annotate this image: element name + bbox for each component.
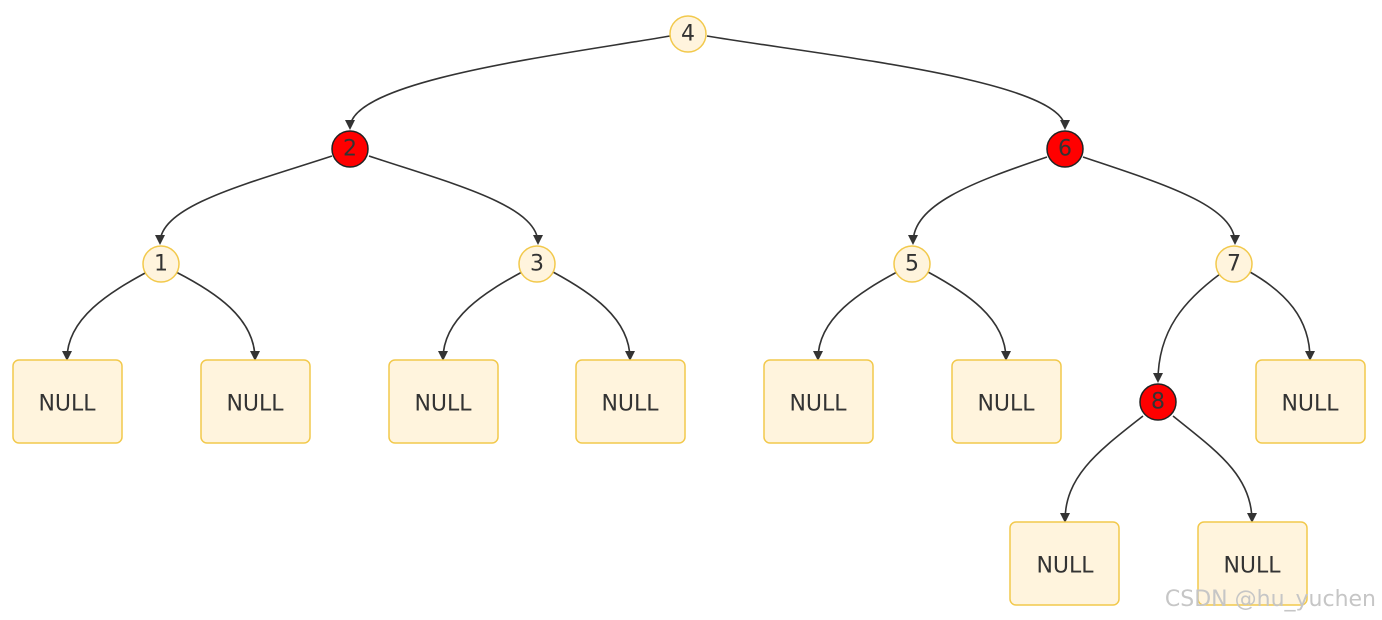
null-leaf: NULL — [1009, 521, 1120, 606]
edge-2-1 — [155, 155, 333, 245]
node-8: 8 — [1139, 383, 1177, 421]
node-4-label: 4 — [681, 22, 695, 47]
edge-8-null-a — [1060, 415, 1144, 523]
node-8-label: 8 — [1151, 390, 1165, 415]
null-leaf-box — [12, 359, 123, 444]
null-leaf: NULL — [12, 359, 123, 444]
null-leaf-label: NULL — [977, 392, 1035, 417]
node-3-label: 3 — [530, 252, 544, 277]
null-leaf: NULL — [200, 359, 311, 444]
null-leaf: NULL — [951, 359, 1062, 444]
null-leaf-label: NULL — [601, 392, 659, 417]
null-leaf-box — [1255, 359, 1366, 444]
node-5-label: 5 — [905, 252, 919, 277]
edge-3-null-a — [438, 271, 523, 361]
null-leaf-box — [575, 359, 686, 444]
null-leaf-label: NULL — [226, 392, 284, 417]
edge-7-8 — [1153, 273, 1221, 383]
node-2-label: 2 — [343, 137, 357, 162]
node-3-circle — [518, 245, 556, 283]
edge-3-null-b — [552, 271, 635, 361]
node-6: 6 — [1046, 130, 1084, 168]
null-leaf-box — [200, 359, 311, 444]
edge-2-3 — [368, 155, 543, 245]
null-leaf: NULL — [1197, 521, 1308, 606]
edge-7-null — [1249, 271, 1315, 361]
node-6-label: 6 — [1058, 137, 1072, 162]
edge-4-6 — [706, 35, 1070, 130]
null-leaf-box — [951, 359, 1062, 444]
node-6-circle — [1046, 130, 1084, 168]
edge-5-null-b — [927, 271, 1011, 361]
edge-5-null-a — [813, 271, 898, 361]
null-leaf: NULL — [763, 359, 874, 444]
node-4: 4 — [669, 15, 707, 53]
null-leaf-label: NULL — [1281, 392, 1339, 417]
null-leaf: NULL — [575, 359, 686, 444]
null-leaf-label: NULL — [38, 392, 96, 417]
node-8-circle — [1139, 383, 1177, 421]
edge-1-null-b — [175, 271, 260, 361]
node-2-circle — [331, 130, 369, 168]
node-1-circle — [142, 245, 180, 283]
edge-6-5 — [908, 156, 1048, 245]
edge-1-null-a — [62, 271, 148, 361]
node-7: 7 — [1215, 245, 1253, 283]
node-3: 3 — [518, 245, 556, 283]
null-leaf-label: NULL — [1036, 554, 1094, 579]
null-leaf-label: NULL — [414, 392, 472, 417]
node-4-circle — [669, 15, 707, 53]
null-leaf: NULL — [1255, 359, 1366, 444]
watermark: CSDN @hu_yuchen — [1164, 587, 1376, 612]
null-leaf: NULL — [388, 359, 499, 444]
edge-8-null-b — [1172, 415, 1257, 523]
node-5: 5 — [893, 245, 931, 283]
null-leaf-label: NULL — [1223, 554, 1281, 579]
null-leaf-box — [388, 359, 499, 444]
node-7-circle — [1215, 245, 1253, 283]
edge-6-7 — [1082, 156, 1240, 245]
node-1-label: 1 — [154, 252, 168, 277]
null-leaf-label: NULL — [789, 392, 847, 417]
null-leaf-box — [763, 359, 874, 444]
edges — [62, 35, 1315, 523]
node-1: 1 — [142, 245, 180, 283]
edge-4-2 — [345, 35, 671, 130]
null-leaf-box — [1009, 521, 1120, 606]
node-7-label: 7 — [1227, 252, 1241, 277]
node-5-circle — [893, 245, 931, 283]
node-2: 2 — [331, 130, 369, 168]
null-leaf-box — [1197, 521, 1308, 606]
